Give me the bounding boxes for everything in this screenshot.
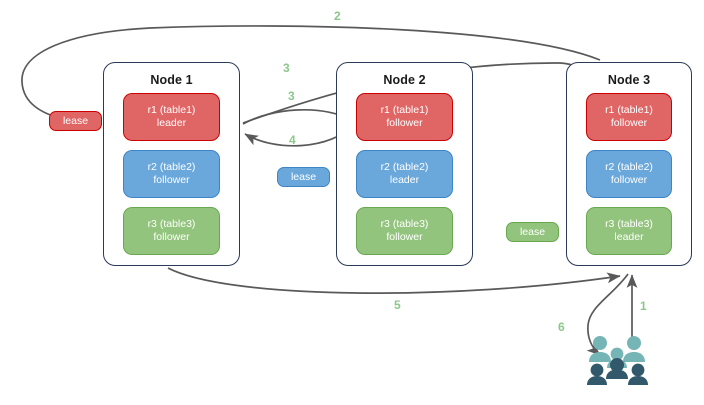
users-icon — [587, 336, 648, 385]
node2-title: Node 2 — [383, 73, 426, 87]
replica-n1r1[interactable]: r1 (table1) leader — [123, 93, 220, 141]
replica-n1r3[interactable]: r3 (table3) follower — [123, 207, 220, 255]
step-label-3b: 3 — [288, 89, 295, 103]
node-box-node2: Node 2 r1 (table1) follower r2 (table2) … — [336, 62, 473, 266]
step-label-2: 2 — [334, 9, 341, 23]
step-label-1: 1 — [640, 299, 647, 313]
replica-n2r2[interactable]: r2 (table2) leader — [356, 150, 453, 198]
replica-n1r2[interactable]: r2 (table2) follower — [123, 150, 220, 198]
replica-n2r3[interactable]: r3 (table3) follower — [356, 207, 453, 255]
users-icon-dark-group — [587, 358, 648, 385]
edge-step-2 — [21, 25, 601, 125]
lease-badge-r1[interactable]: lease — [49, 111, 102, 131]
step-label-3a: 3 — [283, 61, 290, 75]
replica-n3r3[interactable]: r3 (table3) leader — [586, 207, 672, 255]
step-label-4: 4 — [289, 133, 296, 147]
edge-step-6 — [586, 273, 629, 356]
node-box-node3: Node 3 r1 (table1) follower r2 (table2) … — [566, 62, 692, 266]
edge-step-5 — [167, 267, 621, 294]
node3-title: Node 3 — [607, 73, 651, 87]
replica-n3r2[interactable]: r2 (table2) follower — [586, 150, 672, 198]
step-label-6: 6 — [558, 320, 565, 334]
lease-badge-r2[interactable]: lease — [277, 167, 330, 187]
node-box-node1: Node 1 r1 (table1) leader r2 (table2) fo… — [103, 62, 240, 266]
step-label-5: 5 — [394, 298, 401, 312]
node1-title: Node 1 — [150, 73, 193, 87]
lease-badge-r3[interactable]: lease — [506, 222, 559, 242]
replica-n2r1[interactable]: r1 (table1) follower — [356, 93, 453, 141]
replica-n3r1[interactable]: r1 (table1) follower — [586, 93, 672, 141]
